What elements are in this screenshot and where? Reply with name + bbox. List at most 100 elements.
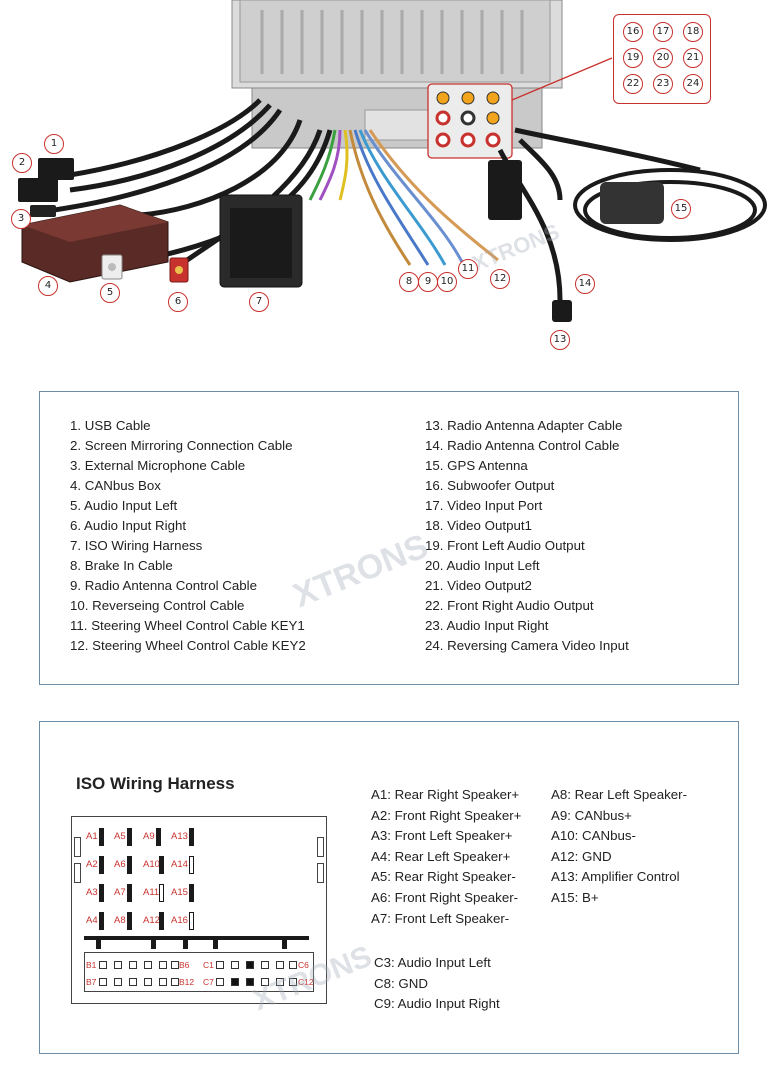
legend-item: 8. Brake In Cable [70, 558, 173, 573]
mic-plug [30, 205, 56, 217]
pin-label: A8 [114, 915, 126, 926]
pin-description: C9: Audio Input Right [374, 996, 500, 1012]
callout-7: 7 [249, 292, 269, 312]
pin-label: A12 [143, 915, 160, 926]
pin-square [216, 961, 224, 969]
legend-item: 15. GPS Antenna [425, 458, 528, 473]
pin-bar [159, 884, 164, 902]
pin-label: A13 [171, 831, 188, 842]
legend-item: 10. Reverseing Control Cable [70, 598, 245, 613]
legend-item: 7. ISO Wiring Harness [70, 538, 203, 553]
pin-label: A3 [86, 887, 98, 898]
legend-item: 4. CANbus Box [70, 478, 161, 493]
pin-bar [189, 828, 194, 846]
side-tab [317, 837, 324, 857]
product-photo: XTRONS 1 2 3 4 5 6 7 8 9 10 11 12 13 14 … [0, 0, 776, 378]
pin-callout-19: 19 [623, 48, 643, 68]
pin-square [159, 961, 167, 969]
pin-bar [159, 912, 164, 930]
callout-1: 1 [44, 134, 64, 154]
pin-label: A10 [143, 859, 160, 870]
pin-square-filled [231, 978, 239, 986]
watermark: XTRONS [287, 526, 434, 616]
gps-antenna [600, 182, 664, 224]
pin-bar [99, 884, 104, 902]
pin-description: A1: Rear Right Speaker+ [371, 787, 520, 802]
pin-square [114, 961, 122, 969]
callout-15: 15 [671, 199, 691, 219]
rail-tick [96, 940, 101, 949]
pin-square [144, 961, 152, 969]
iso-connector-diagram: A1 A5 A9 A13 A2 A6 A10 A14 A3 A7 A11 A15… [71, 816, 327, 1004]
pin-description: A6: Front Right Speaker- [371, 889, 519, 905]
pin-label: C6 [298, 960, 309, 970]
connector-rail [84, 936, 309, 940]
pin-square [114, 978, 122, 986]
callout-2: 2 [12, 153, 32, 173]
pin-bar [159, 856, 164, 874]
pin-callout-22: 22 [623, 74, 643, 94]
callout-14: 14 [575, 274, 595, 294]
usb-plug-1 [38, 158, 74, 180]
iso-title: ISO Wiring Harness [76, 774, 235, 793]
pin-description: A4: Rear Left Speaker+ [371, 848, 511, 864]
pin-square [99, 978, 107, 986]
pin-callout-24: 24 [683, 74, 703, 94]
pin-label: A1 [86, 831, 98, 842]
pin-description: A13: Amplifier Control [551, 869, 680, 885]
pin-label: A2 [86, 859, 98, 870]
pin-bar [99, 912, 104, 930]
legend-item: 12. Steering Wheel Control Cable KEY2 [70, 638, 306, 653]
pin-bar [99, 828, 104, 846]
legend-item: 3. External Microphone Cable [70, 458, 246, 473]
pin-square [289, 961, 297, 969]
legend-item: 24. Reversing Camera Video Input [425, 638, 629, 653]
rca-pin-callout-grid: 16 17 18 19 20 21 22 23 24 [613, 14, 711, 104]
pin-square [129, 961, 137, 969]
pin-callout-17: 17 [653, 22, 673, 42]
legend-item: 5. Audio Input Left [70, 498, 178, 513]
legend-item: 14. Radio Antenna Control Cable [425, 438, 620, 453]
pin-description: C3: Audio Input Left [374, 955, 491, 970]
pin-square [276, 978, 284, 986]
pin-description: A9: CANbus+ [551, 807, 632, 823]
pin-square [129, 978, 137, 986]
callout-4: 4 [38, 276, 58, 296]
pin-square-filled [246, 978, 254, 986]
pin-bar [127, 884, 132, 902]
legend-item: 17. Video Input Port [425, 498, 543, 513]
pin-square [171, 978, 179, 986]
pin-label: A7 [114, 887, 126, 898]
rail-tick [213, 940, 218, 949]
pin-description: A5: Rear Right Speaker- [371, 869, 516, 885]
legend-item: 22. Front Right Audio Output [425, 598, 594, 613]
pin-callout-21: 21 [683, 48, 703, 68]
legend-left-column: 1. USB Cable 2. Screen Mirroring Connect… [70, 416, 306, 656]
pin-square [171, 961, 179, 969]
legend-item: 19. Front Left Audio Output [425, 538, 585, 553]
pin-label: A15 [171, 887, 188, 898]
pin-label: B7 [86, 977, 97, 987]
callout-5: 5 [100, 283, 120, 303]
legend-right-column: 13. Radio Antenna Adapter Cable 14. Radi… [425, 416, 629, 656]
a-pins-left-list: A1: Rear Right Speaker+ A2: Front Right … [371, 785, 521, 929]
legend-item: 1. USB Cable [70, 418, 151, 433]
callout-13: 13 [550, 330, 570, 350]
pin-label: B12 [179, 977, 195, 987]
legend-panel: 1. USB Cable 2. Screen Mirroring Connect… [39, 391, 739, 685]
c-pins-list: C3: Audio Input Left C8: GND C9: Audio I… [374, 953, 500, 1015]
antenna-adapter [488, 160, 522, 220]
pin-bar [127, 828, 132, 846]
pin-square [159, 978, 167, 986]
legend-item: 23. Audio Input Right [425, 618, 549, 633]
bc-pin-block: B1 B6 B7 B12 C1 C6 C7 C12 [84, 952, 314, 992]
pin-bar [189, 884, 194, 902]
legend-item: 2. Screen Mirroring Connection Cable [70, 438, 293, 453]
legend-item: 21. Video Output2 [425, 578, 532, 593]
pin-label: A14 [171, 859, 188, 870]
legend-item: 13. Radio Antenna Adapter Cable [425, 418, 623, 433]
callout-8: 8 [399, 272, 419, 292]
callout-12: 12 [490, 269, 510, 289]
side-tab [74, 863, 81, 883]
callout-10: 10 [437, 272, 457, 292]
